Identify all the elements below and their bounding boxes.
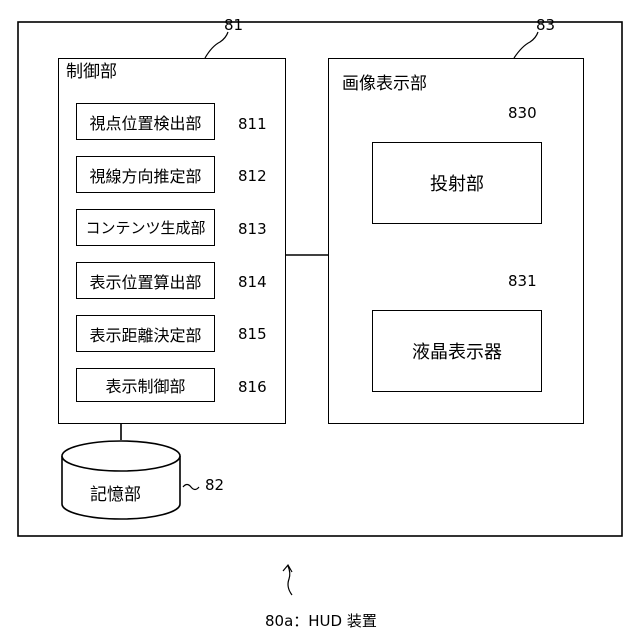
lcd-block: 液晶表示器	[372, 310, 542, 392]
leader-82	[183, 485, 199, 490]
figure-caption: 80a：HUD 装置	[265, 610, 377, 631]
unit-label: 表示距離決定部	[89, 322, 201, 346]
unit-content-generation: コンテンツ生成部	[76, 209, 215, 246]
unit-ref: 815	[238, 325, 267, 343]
unit-label: 表示制御部	[105, 373, 185, 397]
image-display-ref: 83	[536, 16, 555, 34]
unit-display-control: 表示制御部	[76, 368, 215, 402]
unit-viewpoint-detection: 視点位置検出部	[76, 103, 215, 140]
unit-ref: 811	[238, 115, 267, 133]
projector-ref: 830	[508, 104, 537, 122]
storage-label: 記憶部	[90, 485, 141, 505]
controller-title: 制御部	[66, 62, 117, 82]
unit-label: 視点位置検出部	[89, 110, 201, 134]
caption-arrow	[283, 565, 292, 595]
unit-ref: 814	[238, 273, 267, 291]
unit-label: 表示位置算出部	[89, 269, 201, 293]
unit-label: 視線方向推定部	[89, 163, 201, 187]
projector-block: 投射部	[372, 142, 542, 224]
unit-gaze-estimation: 視線方向推定部	[76, 156, 215, 193]
storage-ref: 82	[205, 476, 224, 494]
unit-display-distance: 表示距離決定部	[76, 315, 215, 352]
controller-ref: 81	[224, 16, 243, 34]
lcd-label: 液晶表示器	[412, 338, 502, 364]
image-display-title: 画像表示部	[342, 74, 427, 94]
unit-label: コンテンツ生成部	[85, 217, 205, 238]
unit-ref: 813	[238, 220, 267, 238]
lcd-ref: 831	[508, 272, 537, 290]
leader-81	[205, 32, 228, 58]
unit-ref: 816	[238, 378, 267, 396]
projector-label: 投射部	[430, 170, 484, 196]
unit-ref: 812	[238, 167, 267, 185]
storage-cylinder	[62, 441, 180, 519]
leader-83	[514, 32, 538, 58]
unit-display-position: 表示位置算出部	[76, 262, 215, 299]
